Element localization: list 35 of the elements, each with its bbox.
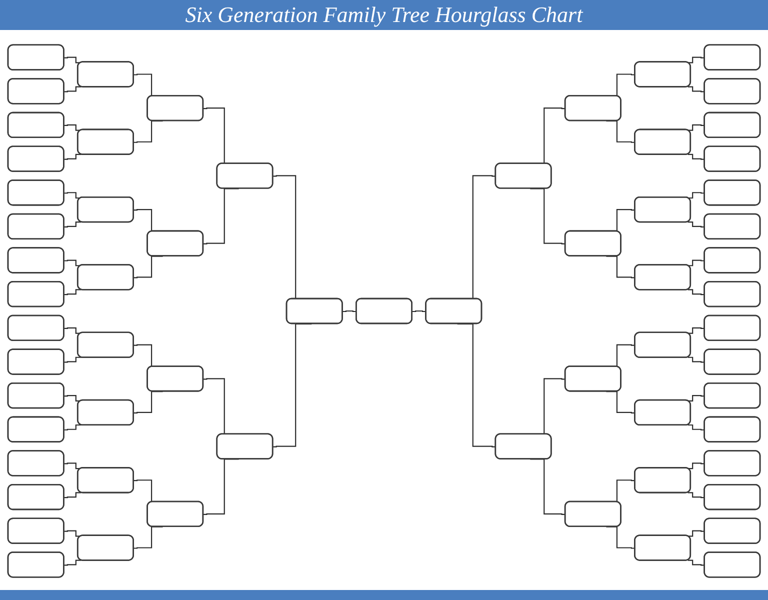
connector bbox=[688, 560, 705, 566]
connector bbox=[64, 289, 82, 296]
connector bbox=[64, 327, 82, 334]
connector bbox=[688, 86, 705, 92]
connector bbox=[688, 356, 705, 363]
connector bbox=[64, 395, 82, 402]
connector bbox=[688, 327, 705, 334]
connector bbox=[688, 530, 705, 537]
connector bbox=[64, 222, 82, 228]
connector bbox=[64, 356, 82, 363]
connector bbox=[342, 310, 357, 312]
connector bbox=[64, 530, 82, 537]
connector bbox=[688, 462, 705, 470]
connector bbox=[688, 192, 705, 199]
connector bbox=[64, 192, 82, 199]
connector bbox=[64, 462, 82, 470]
connector bbox=[688, 222, 705, 228]
connector bbox=[64, 492, 82, 498]
connector bbox=[64, 260, 82, 266]
connector bbox=[688, 289, 705, 296]
connector bbox=[64, 424, 82, 430]
connector bbox=[64, 124, 82, 131]
connector bbox=[64, 560, 82, 566]
connector bbox=[688, 56, 705, 64]
connector bbox=[64, 86, 82, 92]
connector bbox=[688, 154, 705, 160]
title: Six Generation Family Tree Hourglass Chart bbox=[185, 2, 583, 28]
connector bbox=[688, 492, 705, 498]
connector bbox=[688, 395, 705, 402]
connector bbox=[64, 154, 82, 160]
connector bbox=[412, 310, 426, 312]
connector bbox=[64, 56, 82, 64]
connector bbox=[688, 124, 705, 131]
connector bbox=[688, 424, 705, 430]
connector bbox=[688, 260, 705, 266]
